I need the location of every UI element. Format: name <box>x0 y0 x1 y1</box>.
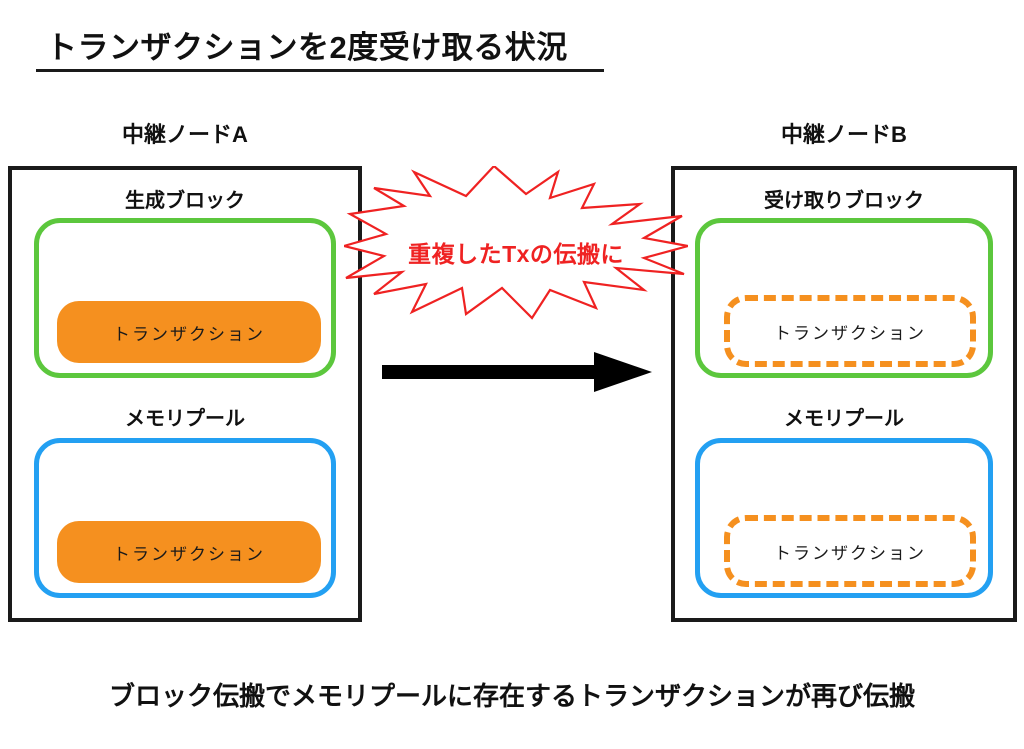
title-underline <box>36 69 604 72</box>
node-b-block-caption: 受け取りブロック <box>764 190 924 212</box>
node-b-mempool-transaction: トランザクション <box>724 515 976 587</box>
node-a-mempool-transaction: トランザクション <box>57 521 321 583</box>
node-b-mempool-caption: メモリプール <box>784 408 904 430</box>
node-b-label: 中継ノードB <box>781 122 907 147</box>
node-a-box: 生成ブロック トランザクション メモリプール トランザクション <box>8 166 362 622</box>
node-a-block-transaction-label: トランザクション <box>113 324 265 344</box>
node-a-block-caption: 生成ブロック <box>125 190 245 212</box>
node-b-block-transaction: トランザクション <box>724 295 976 367</box>
node-a-block-transaction: トランザクション <box>57 301 321 363</box>
node-a-block-container: トランザクション <box>34 218 336 378</box>
starburst-text: 重複したTxの伝搬に <box>408 241 624 267</box>
node-a-mempool-container: トランザクション <box>34 438 336 598</box>
page-title: トランザクションを2度受け取る状況 <box>46 30 568 65</box>
propagation-arrow-icon <box>382 352 652 392</box>
node-a-mempool-caption: メモリプール <box>125 408 245 430</box>
node-b-box: 受け取りブロック トランザクション メモリプール トランザクション <box>671 166 1017 622</box>
node-b-block-transaction-label: トランザクション <box>774 323 926 343</box>
node-a-mempool-transaction-label: トランザクション <box>113 544 265 564</box>
node-b-mempool-transaction-label: トランザクション <box>774 543 926 563</box>
node-b-mempool-container: トランザクション <box>695 438 993 598</box>
node-a-label: 中継ノードA <box>122 122 248 147</box>
starburst-callout <box>344 166 688 342</box>
bottom-caption: ブロック伝搬でメモリプールに存在するトランザクションが再び伝搬 <box>108 681 915 711</box>
node-b-block-container: トランザクション <box>695 218 993 378</box>
